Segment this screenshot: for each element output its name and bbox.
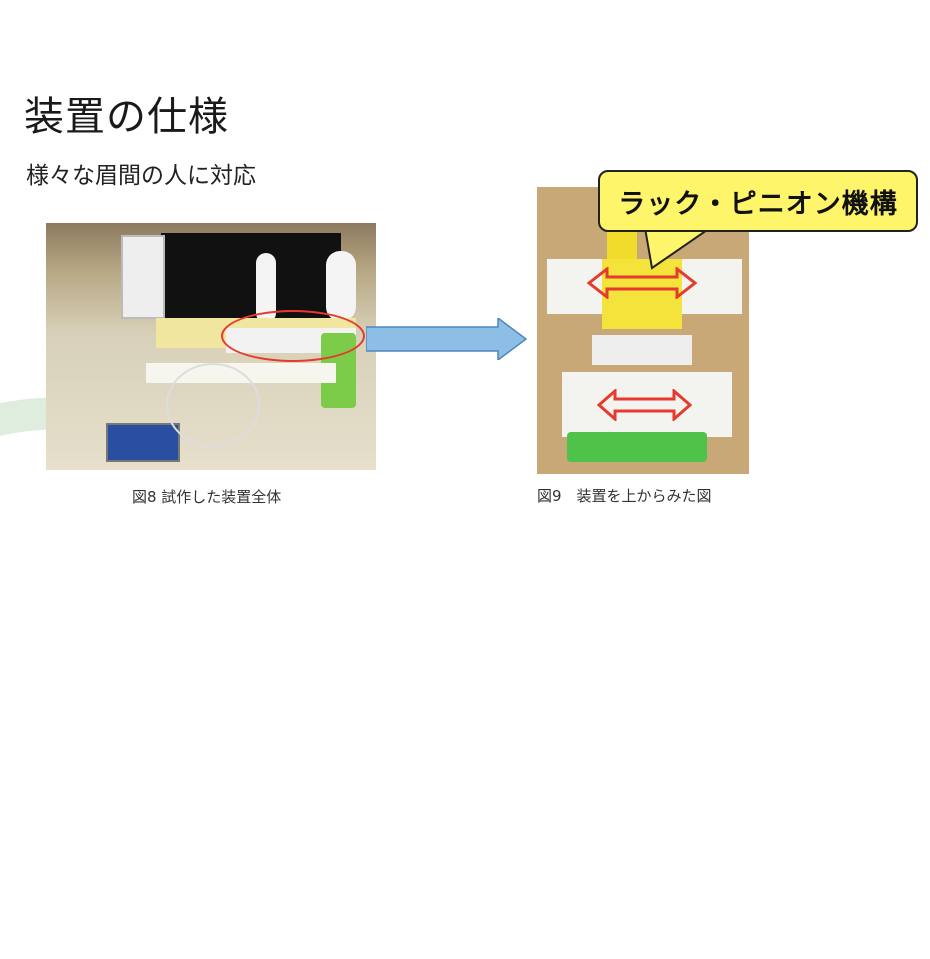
- callout-pointer: [643, 228, 712, 270]
- highlight-ellipse: [221, 310, 365, 362]
- rack-pinion-callout: ラック・ピニオン機構: [598, 170, 918, 232]
- device-top-view-photo: [537, 187, 749, 474]
- right-arrow-icon: [366, 318, 528, 360]
- slide-title: 装置の仕様: [24, 94, 229, 140]
- figure-9-caption: 図9 装置を上からみた図: [537, 487, 712, 505]
- figure-8-caption: 図8 試作した装置全体: [132, 488, 282, 506]
- slide-subtitle: 様々な眉間の人に対応: [26, 163, 256, 189]
- double-arrow-icon: [587, 267, 697, 299]
- prototype-device-photo: [46, 223, 376, 470]
- double-arrow-icon: [597, 389, 692, 421]
